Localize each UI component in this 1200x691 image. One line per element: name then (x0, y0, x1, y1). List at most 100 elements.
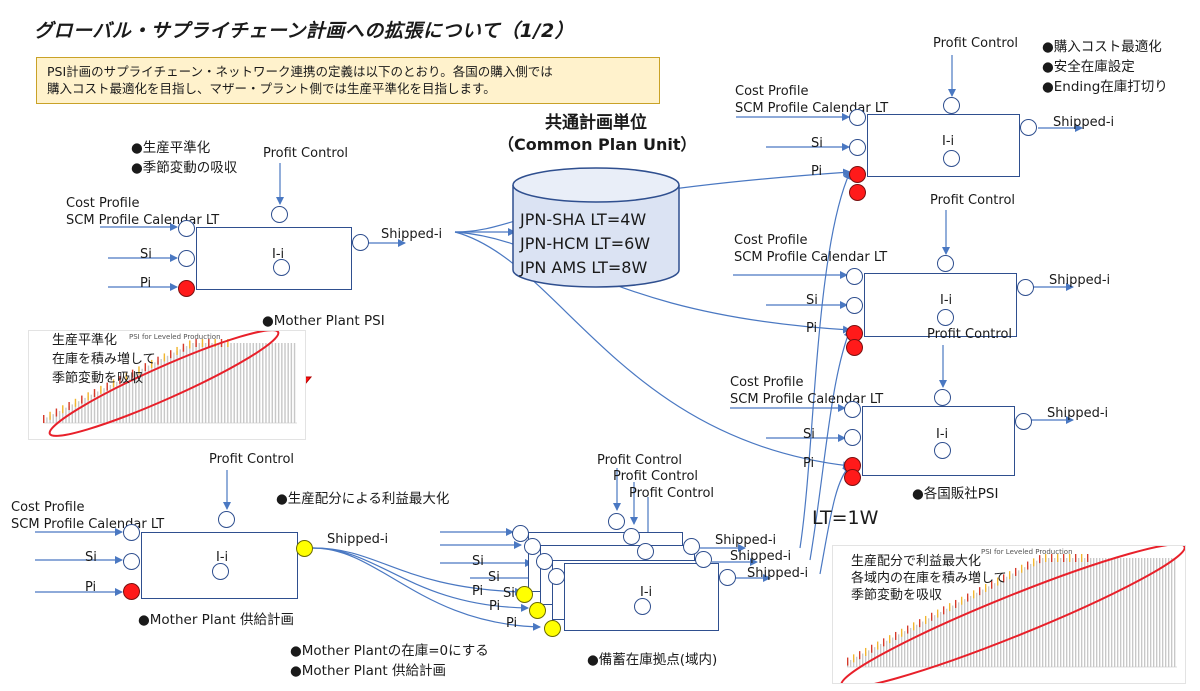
chart-bar (1120, 558, 1122, 667)
country-top-pi-label: Pi (811, 164, 823, 179)
country-mid-scm-profile: SCM Profile Calendar LT (734, 250, 888, 265)
country-top-profit-control: Profit Control (933, 36, 1019, 51)
country-bot-profit-control: Profit Control (927, 327, 1013, 342)
chart-bar (937, 613, 939, 667)
chart-bar (160, 359, 162, 423)
chart-bar (1027, 565, 1029, 667)
chart-bar (1150, 558, 1152, 667)
chart-bar (1060, 558, 1062, 667)
chart-bar (170, 354, 172, 423)
buffer-si-label-1: Si (472, 554, 484, 569)
chart-bar (1123, 558, 1125, 667)
chart-bar (84, 397, 86, 423)
chart-marker (74, 398, 77, 407)
country-top-pi-port-2 (849, 184, 866, 201)
chart-bar (290, 343, 293, 423)
chart-bar (147, 365, 150, 423)
chart-bar (1096, 558, 1098, 667)
chart-left-annot-3: 季節変動を吸収 (52, 371, 144, 386)
buffer-pi-port-1 (516, 586, 533, 603)
chart-bar (1162, 558, 1164, 667)
mother-psi-cost-port (178, 220, 195, 237)
supply-note-1: ●Mother Plantの在庫=0にする (290, 643, 489, 659)
chart-bar (77, 401, 80, 423)
chart-bar (211, 343, 213, 423)
chart-marker (949, 603, 951, 612)
chart-bar (281, 343, 283, 423)
chart-bar (1036, 560, 1038, 667)
supply-cost-profile: Cost Profile (11, 500, 85, 515)
chart-bar (1111, 558, 1113, 667)
chart-bar (195, 343, 197, 423)
chart-bar (979, 591, 981, 667)
chart-marker (1063, 554, 1065, 562)
country-bot-scm-profile: SCM Profile Calendar LT (730, 392, 884, 407)
chart-marker (138, 366, 140, 375)
chart-marker (877, 641, 879, 650)
chart-bar (907, 629, 909, 667)
chart-marker (119, 376, 121, 385)
country-top-pi-port (849, 166, 866, 183)
country-mid-cost-profile: Cost Profile (734, 233, 808, 248)
chart-marker (1081, 554, 1083, 562)
chart-left-annot-1: 生産平準化 (52, 333, 118, 348)
chart-bar (55, 412, 58, 423)
chart-right-annot-1: 生産配分で利益最大化 (851, 554, 982, 569)
chart-bar (1057, 558, 1059, 667)
chart-bar (252, 343, 254, 423)
country-top-cost-profile: Cost Profile (735, 84, 809, 99)
chart-bar (116, 381, 118, 423)
chart-bar (886, 640, 888, 667)
chart-marker (973, 590, 975, 599)
chart-marker (853, 654, 855, 663)
chart-bar (892, 637, 894, 667)
chart-bar (150, 363, 153, 423)
route-jpn-sha: JPN-SHA LT=4W (520, 210, 647, 229)
chart-bar (976, 592, 978, 667)
chart-bar (258, 343, 261, 423)
chart-bar (859, 655, 861, 667)
chart-bar (119, 380, 121, 423)
buffer-cost-port-4 (548, 568, 565, 585)
supply-si-port (123, 553, 140, 570)
chart-bar (1003, 578, 1005, 667)
chart-marker (182, 343, 185, 352)
chart-bar (916, 624, 918, 667)
supply-shipped-label: Shipped-i (327, 532, 389, 547)
buffer-profit-control-2: Profit Control (613, 469, 699, 484)
country-top-node-label: I-i (942, 134, 955, 149)
chart-bar (1147, 558, 1149, 667)
chart-bar (262, 343, 264, 423)
chart-bar (1141, 558, 1143, 667)
chart-bar (973, 594, 975, 667)
chart-marker (189, 340, 191, 349)
buffer-pi-port-2 (529, 602, 546, 619)
chart-marker (883, 638, 885, 647)
chart-bar (87, 396, 89, 423)
chart-marker (170, 350, 172, 359)
country-mid-profit-port (937, 255, 954, 272)
chart-marker (144, 363, 147, 372)
chart-marker (62, 405, 64, 414)
route-jpn-hcm: JPN-HCM LT=6W (520, 234, 651, 253)
chart-bar (1018, 570, 1020, 667)
chart-bar (967, 597, 969, 667)
chart-bar (961, 600, 963, 667)
chart-bar (135, 372, 137, 423)
chart-bar (925, 619, 927, 667)
chart-bar (125, 376, 127, 423)
chart-bar (255, 343, 258, 423)
chart-bar (192, 343, 194, 423)
chart-bar (865, 651, 867, 667)
chart-bar (1114, 558, 1116, 667)
chart-marker (68, 402, 70, 411)
chart-bar (1030, 563, 1032, 667)
chart-bar (1063, 558, 1065, 667)
chart-bar (230, 343, 232, 423)
chart-bar (1051, 558, 1053, 667)
chart-marker (1003, 574, 1005, 583)
callout-line-1: PSI計画のサプライチェーン・ネットワーク連携の定義は以下のとおり。各国の購入側… (47, 64, 553, 79)
chart-marker (227, 339, 229, 347)
country-mid-node (864, 273, 1017, 337)
country-bot-shipped-label: Shipped-i (1047, 406, 1109, 421)
